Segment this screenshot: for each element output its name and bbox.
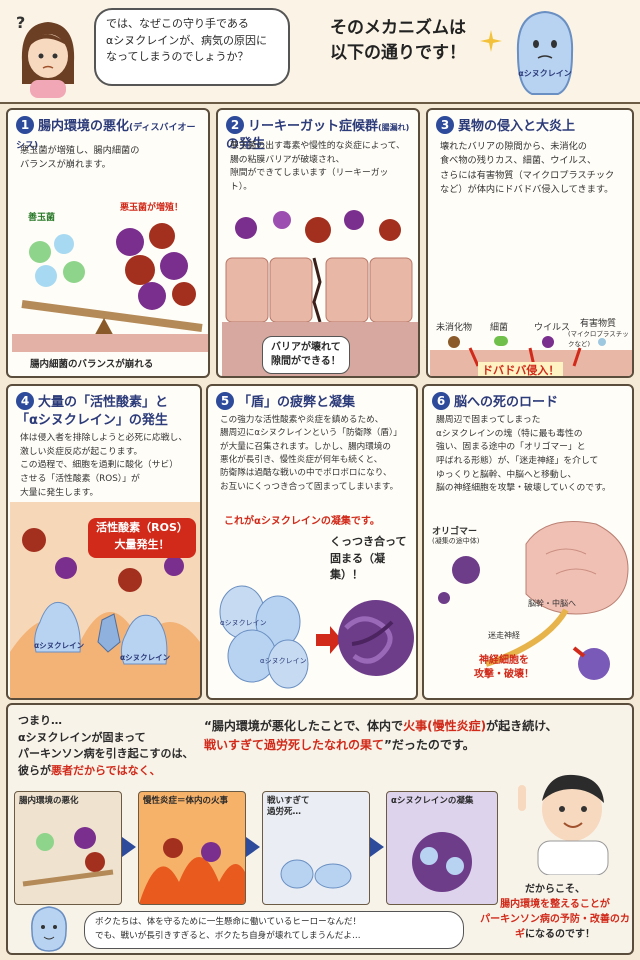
shield-tag-2: αシヌクレイン bbox=[260, 657, 307, 665]
brainstem-label: 脳幹・中脳へ bbox=[528, 599, 576, 608]
panel-title: 腸内環境の悪化 bbox=[38, 119, 130, 134]
panel-title-sub: (腸漏れ) bbox=[378, 123, 410, 132]
mascot-name-label: αシヌクレイン bbox=[518, 69, 572, 78]
panel-body: この強力な活性酸素や炎症を鎮めるため、 腸周辺にαシヌクレインという「防衛隊（盾… bbox=[220, 415, 402, 492]
balance-caption: 腸内細菌のバランスが崩れる bbox=[30, 359, 154, 370]
char-label-2: αシヌクレイン bbox=[120, 653, 171, 662]
panel-6-brain: 6 脳への死のロード 腸周辺で固まってしまった αシヌクレインの塊（特に最も毒性の… bbox=[422, 384, 634, 700]
attack-label: 神経細胞を 攻撃・破壊！ bbox=[474, 655, 534, 680]
girl-character-image: ? bbox=[16, 14, 75, 98]
step1-image bbox=[22, 827, 114, 887]
panel-body: 体は侵入者を排除しようと必死に応戦し、 激しい炎症反応が起こります。 この過程で… bbox=[20, 433, 188, 498]
label-virus: ウイルス bbox=[534, 323, 571, 333]
gut-barrier-image bbox=[222, 210, 418, 376]
panel-3-invasion: 3 異物の侵入と大炎上 壊れたバリアの隙間から、未消化の 食べ物の残りカス、細菌、… bbox=[426, 108, 634, 378]
step-number-badge: 6 bbox=[432, 392, 450, 410]
aggregation-highlight: これがαシヌクレインの凝集です。 bbox=[224, 516, 380, 527]
panel-body: 悪玉菌が増殖し、腸内細菌の バランスが崩れます。 bbox=[20, 145, 140, 171]
char-label-1: αシヌクレイン bbox=[34, 641, 85, 650]
question-speech-bubble: では、なぜこの守り手である αシヌクレインが、病気の原因に なってしまうのでしょ… bbox=[94, 8, 290, 86]
oligomer-label: オリゴマー bbox=[432, 527, 478, 537]
bacteria-seesaw-image bbox=[12, 223, 208, 352]
mascot-speech: ボクたちは、体を守るために一生懸命に働いているヒーローなんだ！ でも、戦いが長引… bbox=[84, 911, 464, 949]
panel-title: 脳への死のロード bbox=[454, 395, 559, 410]
invasion-callout: ドバドバ侵入！ bbox=[478, 362, 564, 376]
label-undigested: 未消化物 bbox=[436, 323, 473, 333]
barrier-broken-caption: バリアが壊れて 隙間ができる！ bbox=[262, 336, 350, 374]
summary-lead: つまり… αシヌクレインが固まって パーキンソン病を引き起こすのは、 彼らが悪者… bbox=[18, 714, 194, 777]
label-harmful: 有害物質 bbox=[580, 319, 617, 329]
step-number-badge: 3 bbox=[436, 116, 454, 134]
step-mini-4: αシヌクレインの凝集 bbox=[386, 791, 498, 905]
label-harmful-sub: (マイクロプラスチックなど) bbox=[568, 330, 629, 348]
panel-title: 異物の侵入と大炎上 bbox=[458, 119, 576, 134]
panel-title: 「盾」の疲弊と凝集 bbox=[238, 395, 356, 410]
panel-title: リーキーガット症候群 bbox=[248, 119, 379, 134]
summary-quote: “腸内環境が悪化したことで、体内で火事(慢性炎症)が起き続け、戦いすぎて過労死し… bbox=[204, 719, 558, 753]
doctor-message: だからこそ、腸内環境を整えることが パーキンソン病の予防・改善のカギになるのです… bbox=[480, 884, 630, 940]
step-number-badge: 5 bbox=[216, 392, 234, 410]
panel-body: 壊れたバリアの隙間から、未消化の 食べ物の残りカス、細菌、ウイルス、 さらには有… bbox=[440, 141, 615, 195]
header-section: ? では、なぜこの守り手である αシヌクレインが、病気の原因に なってしまうので… bbox=[0, 0, 640, 104]
vagus-nerve-label: 迷走神経 bbox=[488, 631, 520, 640]
panel-title: 大量の「活性酸素」と 「αシヌクレイン」の発生 bbox=[16, 395, 169, 428]
step-number-badge: 2 bbox=[226, 116, 244, 134]
brain-route-image bbox=[438, 521, 629, 680]
shield-tag-1: αシヌクレイン bbox=[220, 619, 267, 627]
ros-callout: 活性酸素（ROS） 大量発生！ bbox=[88, 518, 196, 558]
step-mini-3: 戦いすぎて 過労死… bbox=[262, 791, 370, 905]
sparkle-icon bbox=[480, 30, 502, 52]
step-mini-2: 慢性炎症＝体内の火事 bbox=[138, 791, 246, 905]
mechanism-title: そのメカニズムは 以下の通りです！ bbox=[330, 18, 466, 63]
panel-body: 腸周辺で固まってしまった αシヌクレインの塊（特に最も毒性の 強い、固まる途中の… bbox=[436, 415, 611, 494]
alpha-synuclein-mascot-image bbox=[516, 10, 574, 95]
panel-1-gut-dysbiosis: 1 腸内環境の悪化(ディスバイオーシス) 悪玉菌が増殖し、腸内細菌の バランスが崩… bbox=[6, 108, 210, 378]
panel-title-sub: (ディスバイオーシス) bbox=[16, 123, 196, 151]
step-number-badge: 1 bbox=[16, 116, 34, 134]
clump-caption: くっつき合って 固まる（凝集）！ bbox=[330, 535, 407, 581]
step4-image bbox=[412, 832, 472, 892]
panel-5-aggregation: 5 「盾」の疲弊と凝集 この強力な活性酸素や炎症を鎮めるため、 腸周辺にαシヌクレ… bbox=[206, 384, 418, 700]
step3-image bbox=[280, 859, 352, 889]
bad-bacteria-label: 悪玉菌が増殖！ bbox=[120, 203, 184, 213]
panel-body: 悪玉菌の出す毒素や慢性的な炎症によって、 腸の粘膜バリアが破壊され、 隙間ができ… bbox=[230, 141, 405, 192]
panel-2-leaky-gut: 2 リーキーガット症候群(腸漏れ) の発生 悪玉菌の出す毒素や慢性的な炎症によって、… bbox=[216, 108, 420, 378]
aggregation-image bbox=[219, 585, 414, 689]
step-number-badge: 4 bbox=[16, 392, 34, 410]
panel-title-end: の発生 bbox=[226, 136, 266, 152]
step2-image bbox=[139, 838, 245, 904]
flow-arrow bbox=[370, 837, 384, 857]
step-mini-1: 腸内環境の悪化 bbox=[14, 791, 122, 905]
summary-section: つまり… αシヌクレインが固まって パーキンソン病を引き起こすのは、 彼らが悪者… bbox=[6, 703, 634, 955]
mascot-small-image bbox=[31, 906, 67, 952]
doctor-image bbox=[518, 774, 609, 875]
oligomer-sub-label: (凝集の途中体) bbox=[432, 537, 480, 545]
good-bacteria-label: 善玉菌 bbox=[28, 213, 56, 223]
flow-arrow bbox=[246, 837, 260, 857]
label-bacteria: 細菌 bbox=[490, 323, 509, 333]
flow-arrow bbox=[122, 837, 136, 857]
svg-text:?: ? bbox=[16, 14, 25, 32]
